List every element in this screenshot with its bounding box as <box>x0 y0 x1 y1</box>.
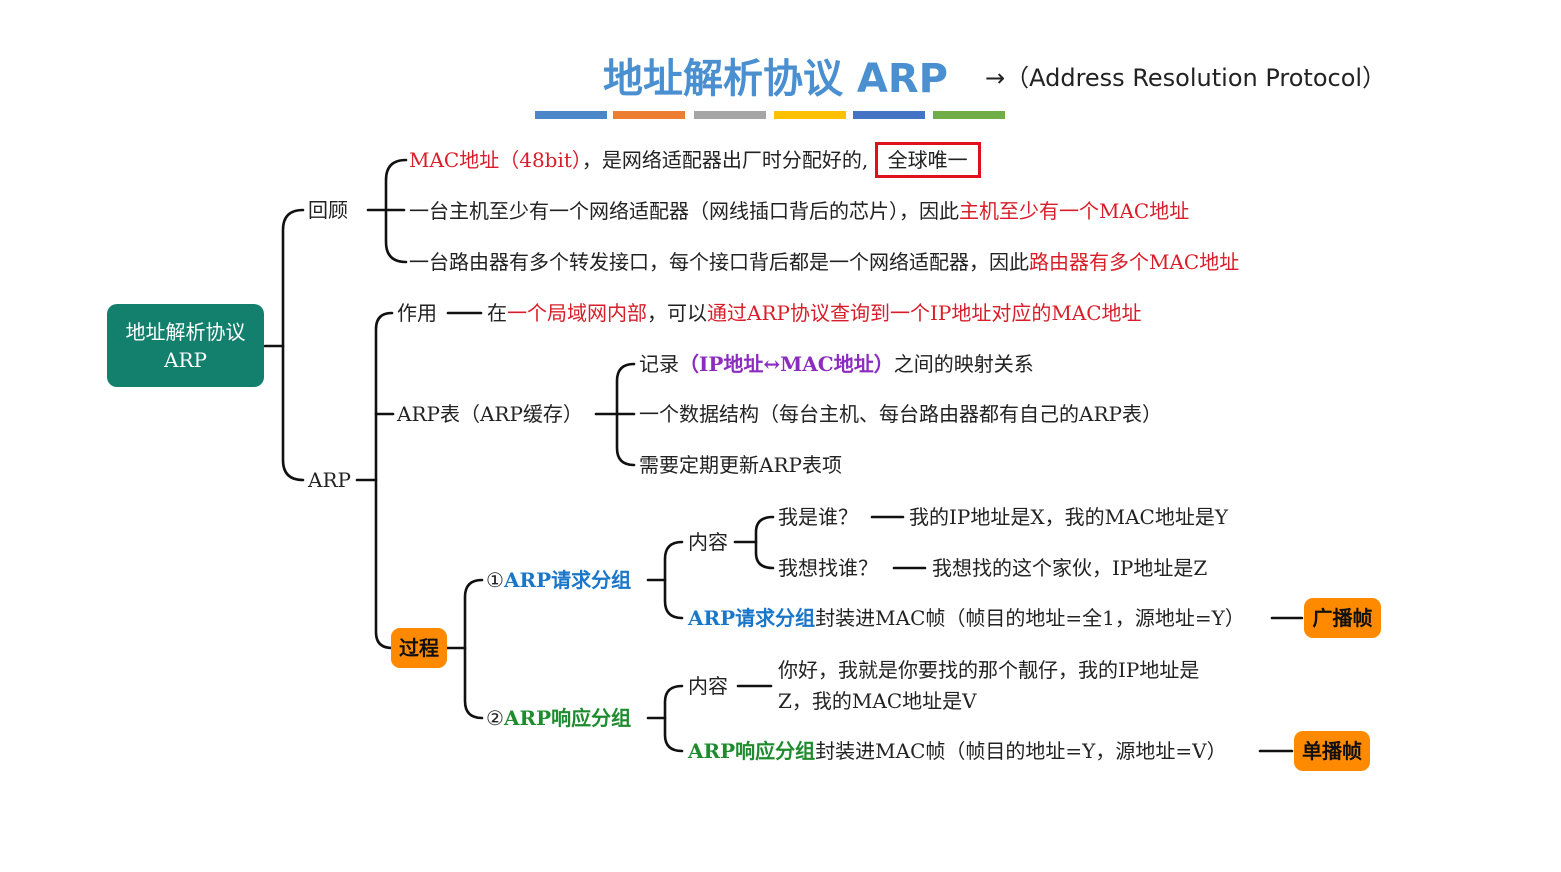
response-encap: ARP响应分组封装进MAC帧（帧目的地址=Y，源地址=V） <box>688 739 1227 763</box>
color-bar-4 <box>774 111 846 119</box>
process-label: 过程 <box>391 628 447 668</box>
review-item-3-highlight: 路由器有多个MAC地址 <box>1029 250 1240 274</box>
request-q1: 我是谁？ <box>778 505 858 529</box>
root-node: 地址解析协议 ARP <box>107 304 264 387</box>
role-text: 在一个局域网内部，可以通过ARP协议查询到一个IP地址对应的MAC地址 <box>487 301 1142 325</box>
arp-table-item-2: 一个数据结构（每台主机、每台路由器都有自己的ARP表） <box>639 402 1162 426</box>
response-content-label: 内容 <box>688 674 728 698</box>
response-text-2: Z，我的MAC地址是V <box>778 689 977 713</box>
request-a2: 我想找的这个家伙，IP地址是Z <box>932 556 1208 580</box>
request-content-label: 内容 <box>688 530 728 554</box>
review-item-3-text: 一台路由器有多个转发接口，每个接口背后都是一个网络适配器，因此 <box>409 250 1029 274</box>
request-encap-a: ARP请求分组 <box>688 606 816 630</box>
arp-label: ARP <box>308 468 351 492</box>
color-bar-5 <box>853 111 925 119</box>
request-a1: 我的IP地址是X，我的MAC地址是Y <box>909 505 1229 529</box>
unicast-frame-badge: 单播帧 <box>1294 731 1370 771</box>
request-q2: 我想找谁？ <box>778 556 878 580</box>
role-text-b: 一个局域网内部 <box>507 301 647 325</box>
review-label: 回顾 <box>308 198 348 222</box>
arp-table-item-3: 需要定期更新ARP表项 <box>639 453 842 477</box>
color-bar-6 <box>933 111 1005 119</box>
review-item-2: 一台主机至少有一个网络适配器（网线插口背后的芯片），因此主机至少有一个MAC地址 <box>409 199 1189 223</box>
root-label-line2: ARP <box>164 347 207 372</box>
arp-table-item-1-c: 之间的映射关系 <box>893 352 1034 376</box>
arp-table-item-1-b: （IP地址↔MAC地址） <box>679 352 894 376</box>
arp-table-item-1-a: 记录 <box>639 352 679 376</box>
review-item-3: 一台路由器有多个转发接口，每个接口背后都是一个网络适配器，因此路由器有多个MAC… <box>409 250 1239 274</box>
response-encap-a: ARP响应分组 <box>688 739 816 763</box>
response-label: ②ARP响应分组 <box>486 706 631 730</box>
request-label-num: ① <box>486 568 504 592</box>
arp-table-label: ARP表（ARP缓存） <box>397 402 583 426</box>
review-item-1-text: ，是网络适配器出厂时分配好的, <box>581 148 869 172</box>
global-unique-box: 全球唯一 <box>874 142 981 178</box>
arp-table-item-1: 记录（IP地址↔MAC地址）之间的映射关系 <box>639 352 1034 376</box>
response-label-text: ARP响应分组 <box>503 706 632 730</box>
color-bar-1 <box>535 111 607 119</box>
response-encap-b: 封装进MAC帧（帧目的地址=Y，源地址=V） <box>815 739 1227 763</box>
response-label-num: ② <box>486 706 504 730</box>
request-label: ①ARP请求分组 <box>486 568 631 592</box>
review-item-2-text: 一台主机至少有一个网络适配器（网线插口背后的芯片），因此 <box>409 199 959 223</box>
role-text-a: 在 <box>487 301 507 325</box>
role-text-d: 通过ARP协议查询到一个IP地址对应的MAC地址 <box>707 301 1142 325</box>
role-label: 作用 <box>397 301 437 325</box>
request-encap: ARP请求分组封装进MAC帧（帧目的地址=全1，源地址=Y） <box>688 606 1245 630</box>
broadcast-frame-badge: 广播帧 <box>1304 598 1381 638</box>
review-item-1: MAC地址（48bit），是网络适配器出厂时分配好的, 全球唯一 <box>409 142 981 178</box>
root-label-line1: 地址解析协议 <box>125 319 246 344</box>
request-encap-b: 封装进MAC帧（帧目的地址=全1，源地址=Y） <box>815 606 1245 630</box>
page-subtitle: →（Address Resolution Protocol） <box>985 64 1387 92</box>
response-text-1: 你好，我就是你要找的那个靓仔，我的IP地址是 <box>778 658 1200 682</box>
color-bar-2 <box>613 111 685 119</box>
color-bar-3 <box>694 111 766 119</box>
review-item-2-highlight: 主机至少有一个MAC地址 <box>959 199 1190 223</box>
role-text-c: ，可以 <box>647 301 707 325</box>
request-label-text: ARP请求分组 <box>503 568 632 592</box>
page-title: 地址解析协议 ARP <box>603 56 948 102</box>
review-item-1-mac: MAC地址（48bit） <box>409 148 582 172</box>
